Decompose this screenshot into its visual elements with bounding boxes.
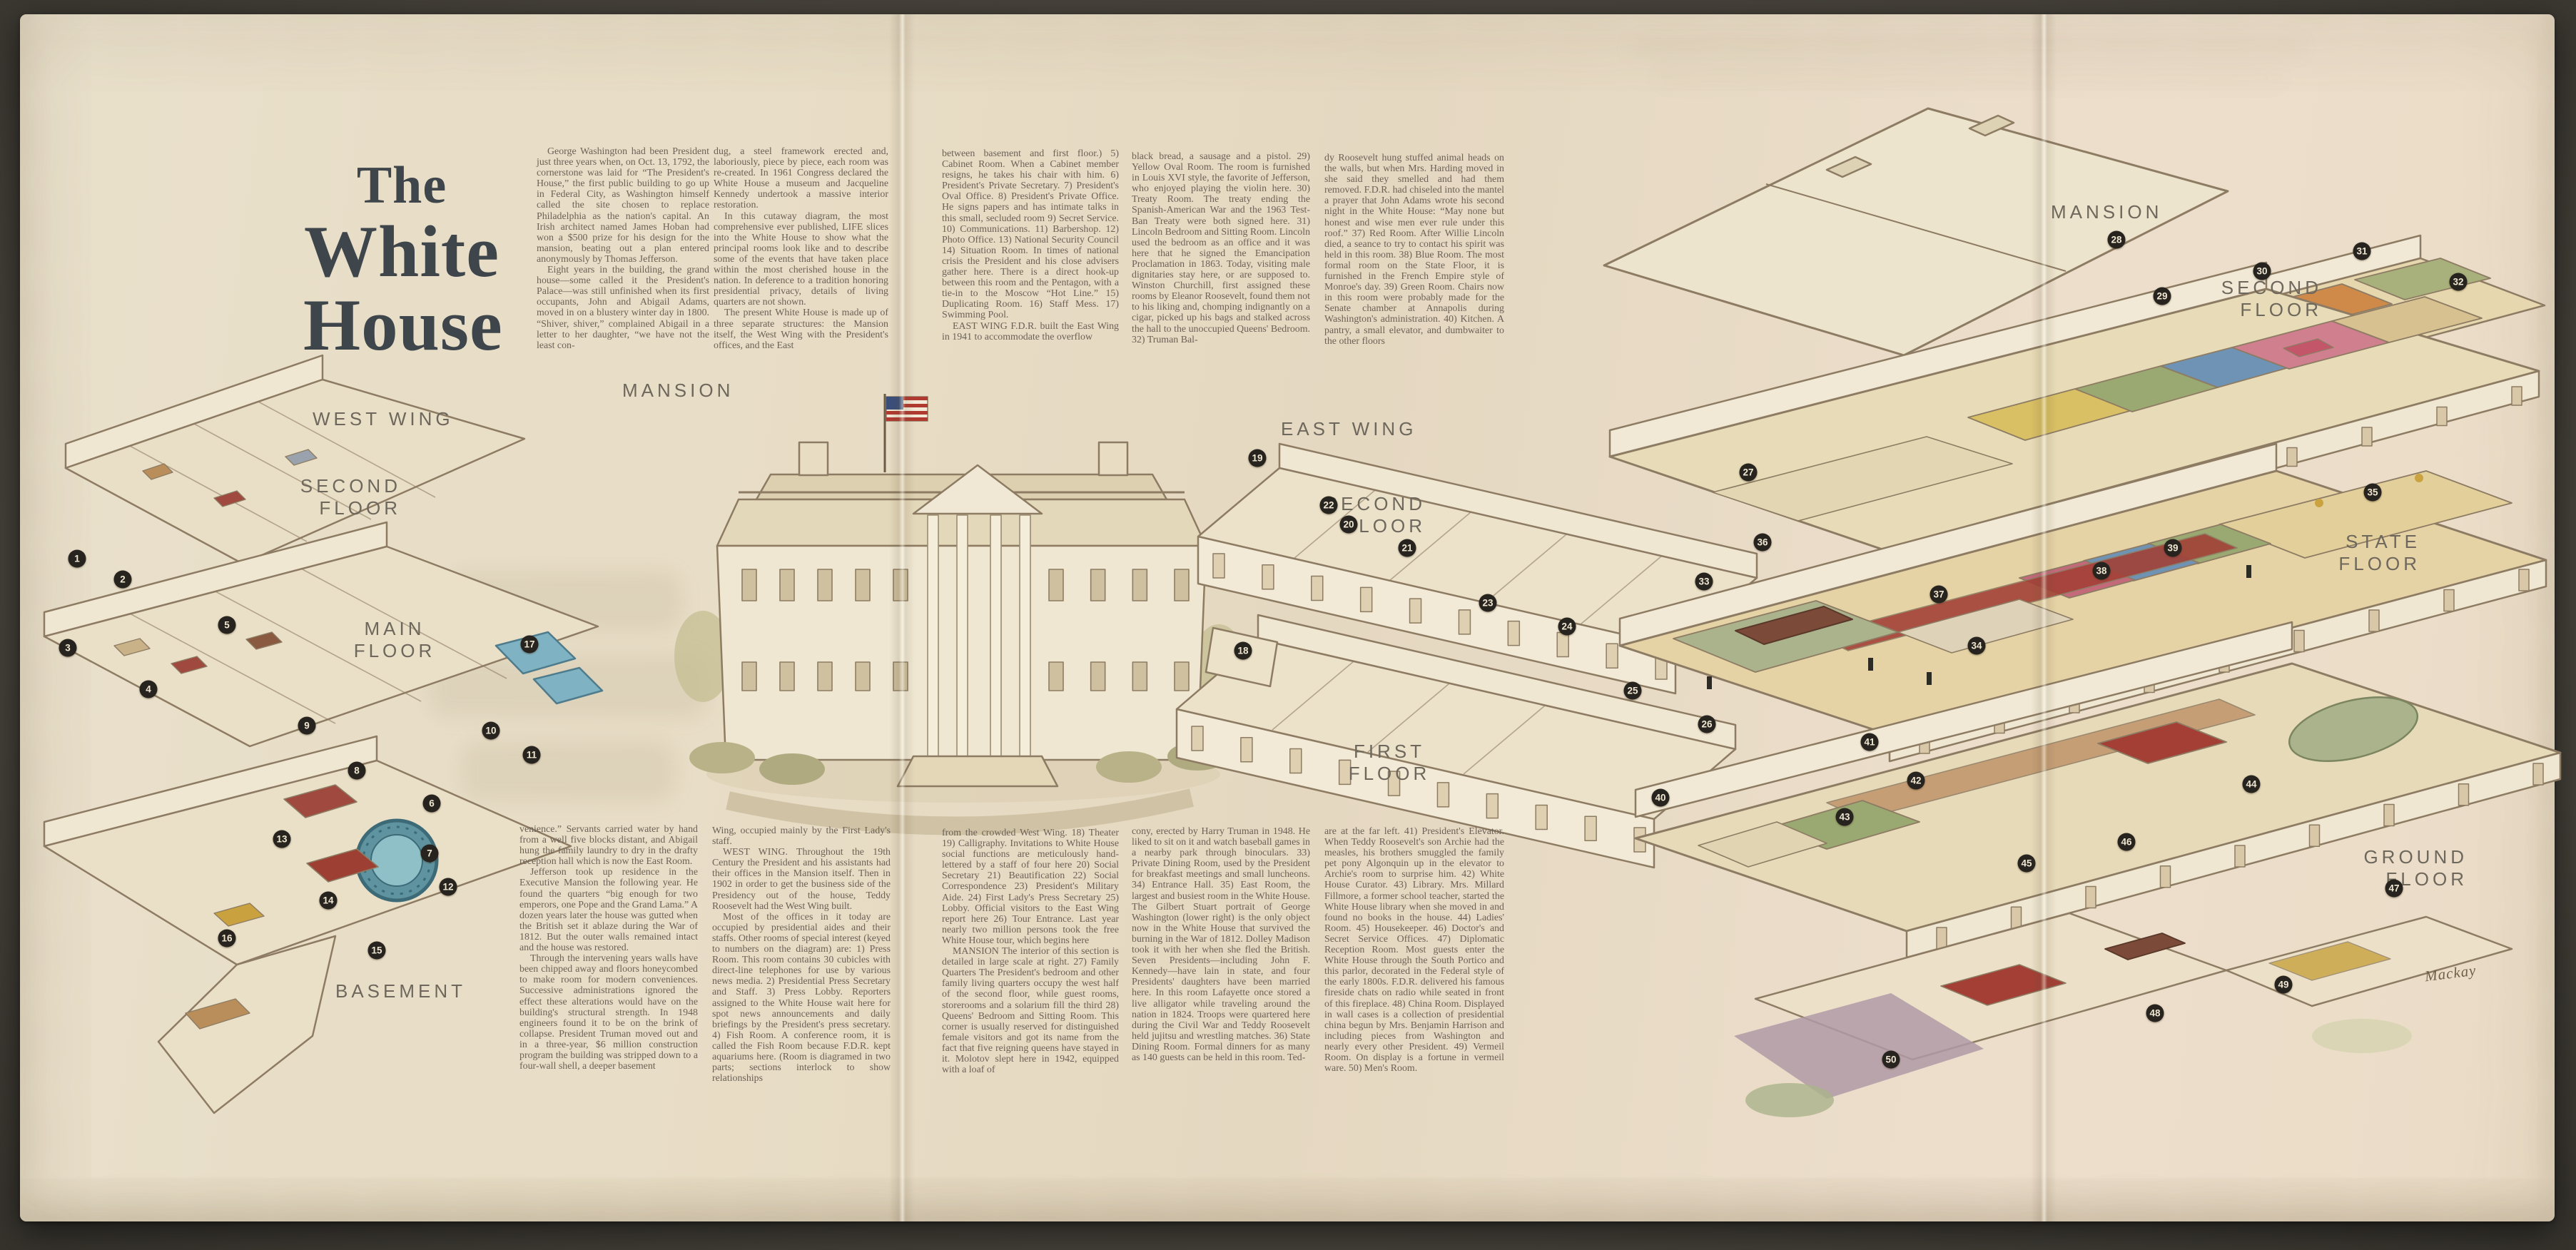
title-house: House (303, 285, 503, 366)
room-marker-11: 11 (522, 746, 541, 764)
room-marker-36: 36 (1753, 533, 1772, 552)
text-column-1: George Washington had been President jus… (537, 146, 709, 351)
label-east-wing: EAST WING (1281, 418, 1417, 439)
room-marker-30: 30 (2253, 262, 2271, 280)
room-marker-3: 3 (59, 639, 77, 657)
label-second-floor-right: SECOND FLOOR (2221, 277, 2322, 320)
room-marker-42: 42 (1907, 771, 1925, 790)
room-marker-29: 29 (2153, 287, 2171, 305)
title-the: The (356, 156, 447, 215)
room-marker-44: 44 (2242, 775, 2261, 793)
room-marker-7: 7 (420, 844, 439, 863)
room-marker-25: 25 (1623, 681, 1642, 700)
text-column-7: Wing, occupied mainly by the First Lady'… (712, 825, 891, 1084)
print-bleed-ghost (446, 571, 681, 632)
title-white: White (304, 211, 500, 293)
room-marker-12: 12 (439, 878, 457, 896)
room-marker-48: 48 (2146, 1004, 2164, 1022)
label-main-floor: MAIN FLOOR (353, 618, 436, 661)
room-marker-13: 13 (273, 830, 291, 848)
text-column-2: dug, a steel framework erected and, labo… (714, 146, 888, 351)
print-bleed-ghost (460, 741, 674, 802)
label-first-floor: FIRST FLOOR (1348, 741, 1431, 784)
room-marker-38: 38 (2092, 562, 2111, 580)
room-marker-10: 10 (482, 721, 500, 740)
room-marker-20: 20 (1339, 515, 1358, 534)
text-column-3: between basement and first floor.) 5) Ca… (942, 148, 1119, 342)
room-marker-9: 9 (298, 716, 316, 735)
room-marker-22: 22 (1319, 496, 1338, 514)
room-marker-19: 19 (1248, 449, 1267, 467)
room-marker-49: 49 (2274, 975, 2293, 994)
room-marker-15: 15 (367, 941, 386, 960)
room-marker-31: 31 (2353, 242, 2371, 260)
label-basement: BASEMENT (335, 980, 467, 1002)
room-marker-35: 35 (2363, 483, 2382, 502)
label-state-floor: STATE FLOOR (2338, 531, 2420, 574)
text-column-9: cony, erected by Harry Truman in 1948. H… (1132, 826, 1310, 1063)
room-marker-26: 26 (1698, 715, 1716, 733)
room-marker-46: 46 (2117, 833, 2136, 851)
text-column-10: are at the far left. 41) President's Ele… (1324, 826, 1504, 1074)
room-marker-24: 24 (1558, 617, 1576, 636)
page-title: The White House (303, 156, 503, 366)
room-marker-5: 5 (218, 616, 236, 634)
text-column-5: dy Roosevelt hung stuffed animal heads o… (1324, 153, 1504, 347)
room-marker-8: 8 (348, 761, 366, 780)
print-bleed-ghost (428, 655, 706, 718)
room-marker-6: 6 (422, 794, 441, 813)
room-marker-27: 27 (1739, 463, 1758, 482)
room-marker-16: 16 (218, 929, 236, 947)
room-marker-34: 34 (1967, 636, 1986, 655)
room-marker-39: 39 (2164, 539, 2182, 557)
room-marker-17: 17 (520, 635, 539, 654)
room-marker-41: 41 (1860, 733, 1879, 751)
room-marker-23: 23 (1479, 594, 1497, 612)
text-column-8: from the crowded West Wing. 18) Theater … (942, 828, 1119, 1076)
label-ground-floor: GROUND FLOOR (2363, 846, 2468, 890)
label-west-wing: WEST WING (313, 408, 454, 430)
room-marker-4: 4 (139, 680, 158, 698)
label-mansion-right: MANSION (2051, 201, 2163, 223)
room-marker-45: 45 (2017, 854, 2036, 873)
room-marker-14: 14 (319, 891, 338, 910)
label-mansion-west: MANSION (622, 380, 734, 401)
room-marker-32: 32 (2449, 273, 2468, 291)
room-marker-40: 40 (1651, 788, 1670, 807)
room-marker-2: 2 (113, 570, 132, 589)
room-marker-37: 37 (1930, 585, 1948, 604)
print-bleed-ghost (1655, 70, 2283, 86)
room-marker-1: 1 (68, 549, 86, 568)
label-second-floor-west: SECOND FLOOR (300, 475, 401, 519)
text-column-6: venience.” Servants carried water by han… (519, 824, 698, 1072)
room-marker-18: 18 (1234, 641, 1252, 660)
text-column-4: black bread, a sausage and a pistol. 29)… (1132, 151, 1311, 345)
room-marker-43: 43 (1835, 808, 1854, 826)
room-marker-47: 47 (2385, 879, 2403, 898)
room-marker-50: 50 (1882, 1050, 1900, 1069)
room-marker-28: 28 (2107, 230, 2126, 249)
room-marker-33: 33 (1695, 572, 1713, 591)
room-marker-21: 21 (1398, 539, 1416, 557)
print-bleed-ghost (1627, 39, 2305, 55)
